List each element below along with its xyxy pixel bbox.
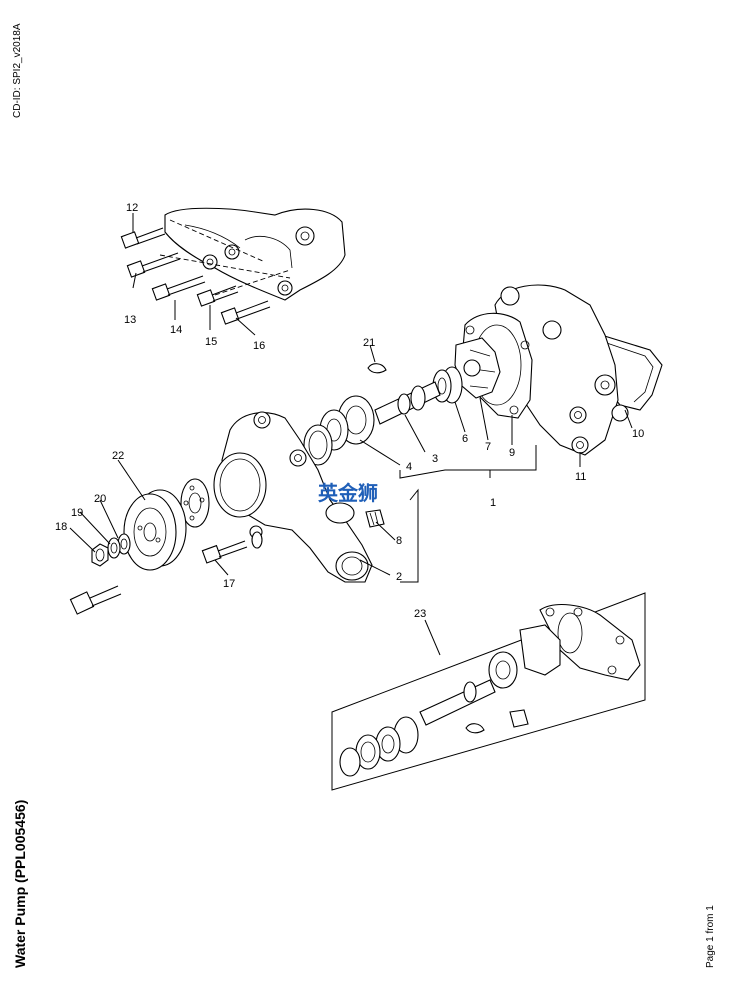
washer-19 — [107, 537, 121, 559]
kit-23-inset — [331, 592, 646, 791]
callout-7: 7 — [485, 441, 491, 453]
callout-13: 13 — [124, 314, 136, 326]
nut-18 — [91, 543, 109, 567]
callout-3: 3 — [432, 453, 438, 465]
callout-2: 2 — [396, 571, 402, 583]
bolt-17 — [201, 531, 263, 564]
bolt-12 — [120, 227, 166, 249]
callout-15: 15 — [205, 336, 217, 348]
impeller-7 — [454, 337, 501, 399]
engine-block-inset — [159, 207, 346, 301]
watermark: 英金狮 — [318, 481, 378, 505]
pump-body-2 — [213, 411, 373, 583]
callout-16: 16 — [253, 340, 265, 352]
callout-9: 9 — [509, 447, 515, 459]
callout-22: 22 — [112, 450, 124, 462]
pulley-bolt — [69, 585, 122, 615]
seal-6 — [432, 366, 463, 404]
callout-4: 4 — [406, 461, 412, 473]
leader-lines — [69, 213, 633, 656]
pulley-22 — [123, 489, 187, 571]
bolt-13 — [126, 252, 181, 278]
callout-8: 8 — [396, 535, 402, 547]
callout-21: 21 — [363, 337, 375, 349]
shaft-3 — [374, 381, 441, 425]
bearing-4 — [303, 395, 375, 466]
callout-23: 23 — [414, 608, 426, 620]
bolt-15 — [196, 285, 239, 307]
callout-10: 10 — [632, 428, 644, 440]
callout-12: 12 — [126, 202, 138, 214]
bolt-14 — [151, 275, 206, 301]
callout-14: 14 — [170, 324, 182, 336]
bolt-16 — [220, 300, 271, 325]
callout-17: 17 — [223, 578, 235, 590]
callout-20: 20 — [94, 493, 106, 505]
pump-housing-rear — [494, 284, 663, 456]
washer-20 — [117, 533, 131, 555]
callout-19: 19 — [71, 507, 83, 519]
callout-labels: 1 2 3 4 6 7 8 9 10 11 12 13 14 15 16 17 … — [55, 202, 644, 620]
key-21 — [367, 363, 387, 374]
key-8 — [365, 509, 385, 528]
callout-6: 6 — [462, 433, 468, 445]
callout-1: 1 — [490, 497, 496, 509]
callout-11: 11 — [575, 471, 586, 483]
hub — [180, 478, 210, 528]
callout-18: 18 — [55, 521, 67, 533]
